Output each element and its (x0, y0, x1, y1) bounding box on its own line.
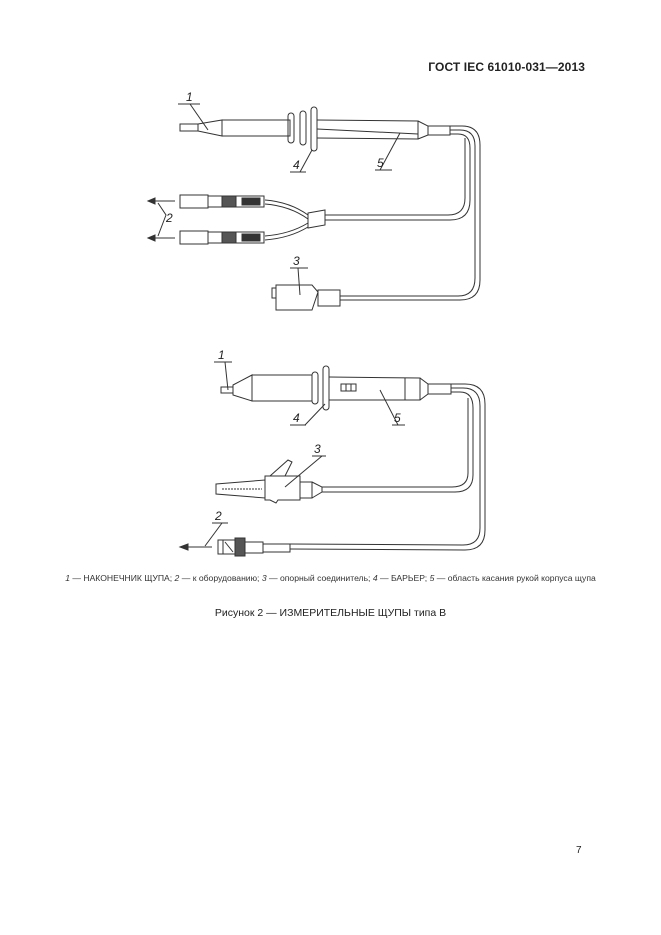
label-5-lower: 5 (394, 411, 401, 425)
lower-probe (178, 361, 486, 557)
legend-text-4: — БАРЬЕР; (380, 573, 428, 583)
label-1-upper: 1 (186, 90, 193, 104)
legend-num-5: 5 (429, 573, 435, 583)
legend-num-3: 3 (261, 573, 267, 583)
legend-num-2: 2 (174, 573, 180, 583)
page-number: 7 (576, 845, 582, 856)
legend-num-1: 1 (65, 573, 70, 583)
probe-drawing: 1 2 3 4 5 (146, 90, 486, 557)
figure-legend: 1 — НАКОНЕЧНИК ЩУПА; 2 — к оборудованию;… (40, 572, 621, 584)
label-2-upper: 2 (165, 211, 173, 225)
label-4-lower: 4 (293, 411, 300, 425)
label-3-lower: 3 (314, 442, 321, 456)
label-5-upper: 5 (377, 156, 384, 170)
legend-text-3: — опорный соединитель; (269, 573, 371, 583)
label-4-upper: 4 (293, 158, 300, 172)
label-1-lower: 1 (218, 348, 225, 362)
label-2-lower: 2 (214, 509, 222, 523)
document-header: ГОСТ IEC 61010-031—2013 (428, 60, 585, 74)
legend-num-4: 4 (372, 573, 378, 583)
upper-probe (146, 103, 481, 311)
legend-text-2: — к оборудованию; (181, 573, 260, 583)
legend-text-1: — НАКОНЕЧНИК ЩУПА; (72, 573, 173, 583)
figure-title: Рисунок 2 — ИЗМЕРИТЕЛЬНЫЕ ЩУПЫ типа В (214, 607, 447, 619)
legend-text-5: — область касания рукой корпуса щупа (436, 573, 596, 583)
label-3-upper: 3 (293, 254, 300, 268)
